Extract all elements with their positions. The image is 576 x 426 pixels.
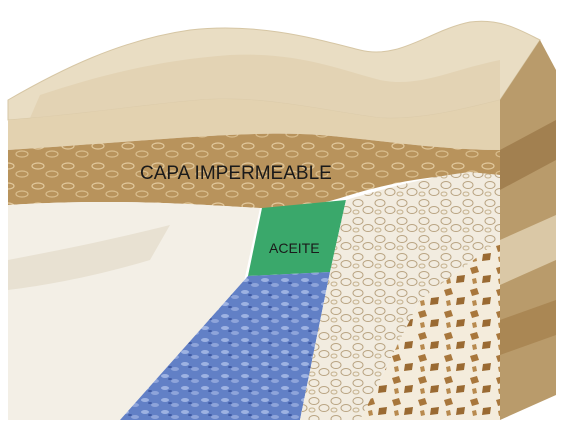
- oil-label: ACEITE: [269, 240, 320, 256]
- oil-reservoir: [248, 200, 346, 276]
- cap-layer-label: CAPA IMPERMEABLE: [140, 163, 332, 184]
